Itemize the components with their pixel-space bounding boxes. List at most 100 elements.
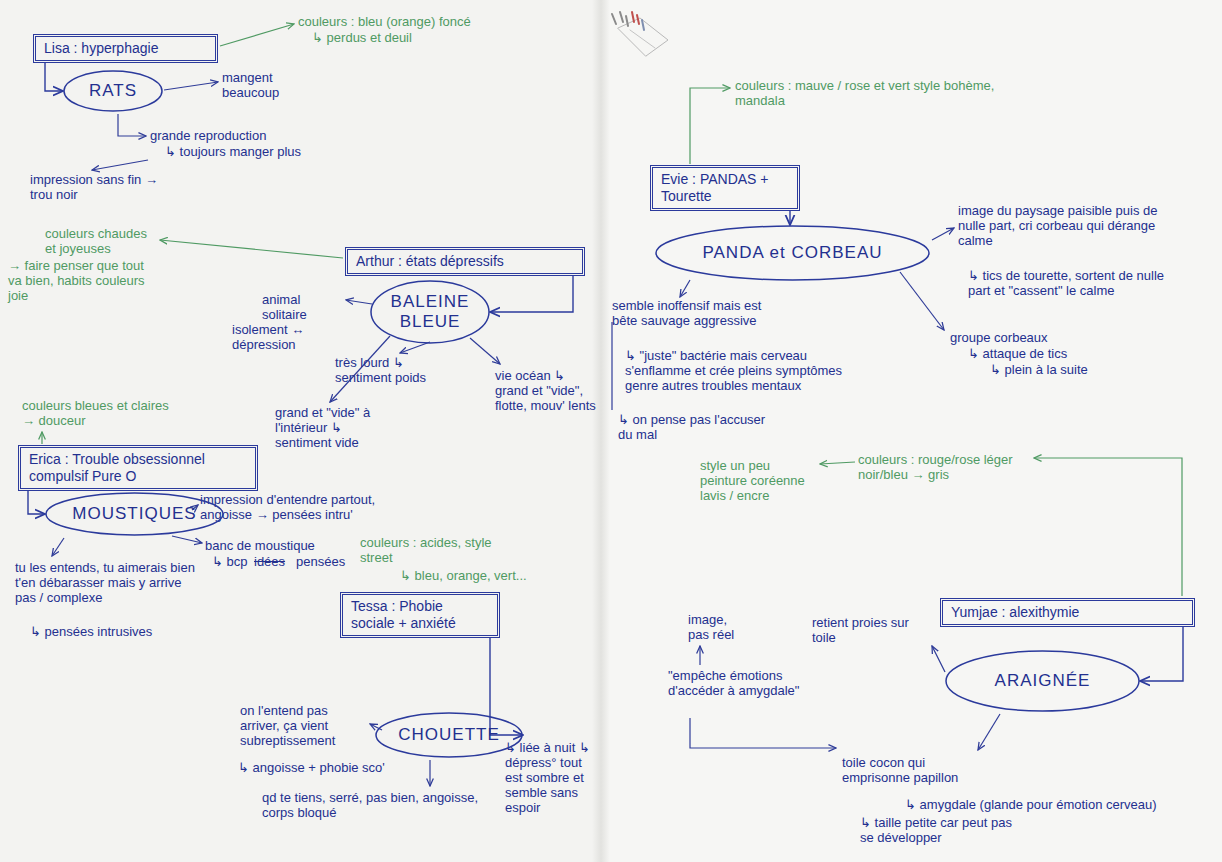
- node-label: CHOUETTE: [396, 725, 503, 745]
- leader-arrow: [820, 462, 855, 464]
- color-note: couleurs chaudes et joyeuses: [45, 226, 157, 256]
- leader-lines: [52, 82, 1000, 786]
- note-text: ↳ taille petite car peut pas se développ…: [860, 815, 1020, 845]
- person-box: Evie : PANDAS + Tourette: [650, 165, 800, 211]
- node-label: PANDA et CORBEAU: [694, 243, 892, 263]
- node-label: Erica : Trouble obsessionnel compulsif P…: [29, 451, 247, 485]
- node-label: RATS: [77, 81, 149, 101]
- animal-ellipse: CHOUETTE: [375, 712, 523, 758]
- color-note: → faire penser que tout va bien, habits …: [8, 258, 148, 303]
- animal-ellipse: PANDA et CORBEAU: [655, 225, 930, 281]
- leader-arrow: [932, 228, 954, 240]
- note-text: groupe corbeaux: [950, 330, 1048, 345]
- node-label: Lisa : hyperphagie: [44, 40, 207, 57]
- note-text: ↳ attaque de tics: [968, 346, 1067, 361]
- color-leaders: [42, 24, 1182, 596]
- left-page: [0, 0, 600, 862]
- pencil-sketch: [612, 12, 668, 56]
- connector-arrow: [789, 211, 790, 225]
- person-box: Lisa : hyperphagie: [33, 34, 218, 63]
- leader-arrow: [699, 646, 700, 665]
- note-text: très lourd ↳ sentiment poids: [335, 355, 435, 385]
- note-text: ↳ toujours manger plus: [165, 144, 301, 159]
- node-label: ARAIGNÉE: [973, 671, 1113, 691]
- note-text: grand et "vide" à l'intérieur ↳ sentimen…: [275, 405, 385, 450]
- animal-ellipse: BALEINE BLEUE: [370, 280, 490, 344]
- node-label: BALEINE BLEUE: [387, 292, 473, 332]
- person-box: Tessa : Phobie sociale + anxiété: [340, 592, 500, 638]
- note-text: semble inoffensif mais est bête sauvage …: [612, 298, 777, 328]
- note-text: ↳ tics de tourette, sortent de nulle par…: [968, 268, 1173, 298]
- color-note: couleurs : rouge/rose léger noir/bleu → …: [858, 452, 1028, 482]
- leader-line: [611, 322, 612, 410]
- color-note: style un peu peinture coréenne lavis / e…: [700, 458, 815, 503]
- node-label: MOUSTIQUES: [70, 504, 199, 524]
- leader-arrow: [690, 718, 836, 748]
- node-label: Arthur : états dépressifs: [356, 253, 574, 270]
- leader-arrow: [41, 432, 42, 444]
- animal-ellipse: ARAIGNÉE: [945, 650, 1140, 712]
- node-label: Tessa : Phobie sociale + anxiété: [351, 598, 489, 632]
- leader-arrow: [160, 240, 343, 258]
- leader-arrow: [429, 760, 430, 786]
- color-note: ↳ bleu, orange, vert...: [400, 568, 527, 583]
- node-label: Yumjae : alexithymie: [951, 604, 1184, 621]
- sketch-stroke: [630, 30, 655, 48]
- note-text: ↳ on pense pas l'accuser du mal: [618, 412, 768, 442]
- note-text: tu les entends, tu aimerais bien t'en dé…: [15, 560, 200, 605]
- note-text: grande reproduction: [150, 128, 266, 143]
- animal-ellipse: MOUSTIQUES: [45, 492, 224, 536]
- ellipse-shape: [46, 493, 223, 535]
- note-text: pensées: [296, 554, 345, 569]
- sketch-stroke: [632, 12, 639, 24]
- note-text: ↳ angoisse + phobie sco': [238, 760, 385, 775]
- color-note: couleurs : bleu (orange) foncé: [298, 14, 471, 29]
- note-text: vie océan ↳ grand et "vide", flotte, mou…: [495, 368, 599, 413]
- note-text: mangent beaucoup: [222, 70, 302, 100]
- note-text: retient proies sur toile: [812, 615, 927, 645]
- ellipse-shape: [946, 651, 1139, 711]
- note-text: ↳ amygdale (glande pour émotion cerveau): [905, 797, 1157, 812]
- person-box: Yumjae : alexithymie: [940, 598, 1195, 627]
- note-text: impression sans fin → trou noir: [30, 172, 170, 202]
- sketch-stroke: [642, 20, 644, 30]
- person-box: Erica : Trouble obsessionnel compulsif P…: [18, 445, 258, 491]
- connector-arrow: [45, 63, 63, 91]
- sketch-stroke: [618, 18, 668, 56]
- leader-arrow: [164, 82, 218, 90]
- note-text: image, pas réel: [688, 612, 748, 642]
- note-text: image du paysage paisible puis de nulle …: [958, 203, 1173, 248]
- note-text: animal solitaire: [262, 292, 342, 322]
- note-text: isolement ↔ dépression: [232, 322, 340, 352]
- leader-arrow: [978, 714, 1000, 750]
- note-text: idées: [254, 554, 285, 569]
- note-text: qd te tiens, serré, pas bien, angoisse, …: [262, 790, 482, 820]
- ellipse-shape: [376, 713, 522, 757]
- note-text: ↳ bcp: [212, 554, 248, 569]
- ellipse-shape: [656, 226, 929, 280]
- connector-arrow: [28, 491, 45, 514]
- note-text: ↳ "juste" bactérie mais cerveau s'enflam…: [625, 348, 865, 393]
- note-text: on l'entend pas arriver, ça vient subrep…: [240, 703, 365, 748]
- connector-arrow: [1140, 627, 1183, 681]
- note-text: banc de moustique: [205, 538, 315, 553]
- color-note: couleurs : mauve / rose et vert style bo…: [735, 78, 995, 108]
- leader-arrow: [932, 646, 945, 672]
- connector-arrow: [490, 276, 573, 312]
- note-text: toile cocon qui emprisonne papillon: [842, 755, 992, 785]
- leader-arrow: [1034, 458, 1182, 596]
- node-label: Evie : PANDAS + Tourette: [661, 171, 789, 205]
- note-text: "empêche émotions d'accéder à amygdale": [668, 668, 818, 698]
- connector-arrow: [490, 638, 523, 735]
- animal-ellipse: RATS: [63, 70, 163, 112]
- note-text: ↳ plein à la suite: [990, 362, 1088, 377]
- right-page: [600, 0, 1222, 862]
- leader-arrow: [680, 280, 690, 297]
- leader-arrow: [900, 272, 944, 330]
- person-box: Arthur : états dépressifs: [345, 247, 585, 276]
- leader-arrow: [118, 114, 146, 136]
- leader-arrow: [172, 536, 202, 543]
- page-fold: [592, 0, 610, 862]
- ellipse-shape: [64, 71, 162, 111]
